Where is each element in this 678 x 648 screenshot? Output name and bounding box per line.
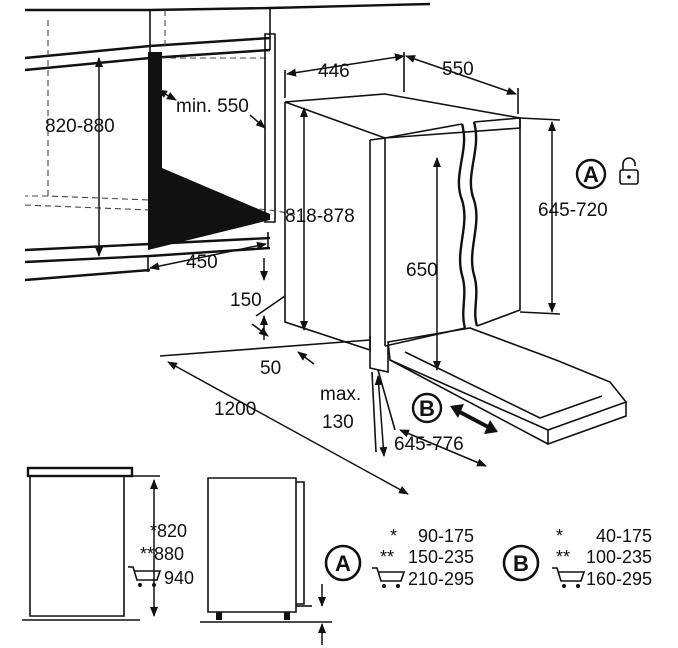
dim-446: 446: [284, 53, 405, 98]
legend-b-key-1: *: [556, 526, 563, 546]
legend-a-value-1: 90-175: [418, 526, 474, 546]
label-star-880: **880: [140, 544, 184, 564]
label-50: 50: [260, 358, 281, 379]
marker-a-label: A: [583, 162, 599, 187]
cart-icon: [128, 566, 162, 587]
label-645-776: 645-776: [394, 434, 464, 455]
legend-b: B * 40-175 ** 100-235 160-295: [502, 526, 652, 589]
bottom-right-cabinet: [200, 477, 332, 623]
bottom-left-cabinet: [22, 466, 160, 621]
dim-645-720: 645-720: [519, 117, 608, 315]
dim-650: 650: [406, 157, 441, 371]
label-818-878: 818-878: [285, 206, 355, 227]
legend-a-value-2: 150-235: [408, 547, 474, 567]
dim-min-550: min. 550: [157, 89, 266, 129]
label-min-550: min. 550: [176, 96, 249, 117]
legend-a-value-3: 210-295: [408, 569, 474, 589]
legend-a-key-1: *: [390, 526, 397, 546]
dim-50: 50: [251, 323, 315, 379]
label-645-720: 645-720: [538, 200, 608, 221]
dim-bottom-height: *820 **880 940: [140, 479, 194, 617]
legend-a: A * 90-175 ** 150-235 210-295: [324, 526, 474, 589]
label-550: 550: [442, 59, 474, 80]
dim-645-776: 645-776: [394, 429, 487, 467]
marker-b: B: [411, 392, 443, 424]
label-max: max.: [320, 384, 361, 405]
marker-b-label: B: [419, 396, 435, 421]
label-1200: 1200: [214, 399, 256, 420]
legend-b-value-1: 40-175: [596, 526, 652, 546]
cart-icon: [552, 567, 586, 588]
niche-side-panel: [264, 33, 276, 223]
label-450: 450: [186, 252, 218, 273]
cabinet-dashed-outlines: [24, 10, 301, 216]
cart-icon: [372, 567, 406, 588]
label-940: 940: [164, 568, 194, 588]
legend-b-value-2: 100-235: [586, 547, 652, 567]
niche-side-wall: [148, 52, 270, 250]
legend-a-marker: A: [335, 551, 351, 576]
dim-550: 550: [403, 52, 519, 114]
label-star-820: *820: [150, 521, 187, 541]
legend-b-key-2: **: [556, 547, 570, 567]
dim-450: 450: [147, 232, 269, 273]
marker-a: A: [575, 158, 607, 190]
dim-max-130: max. 130: [320, 371, 388, 457]
label-446: 446: [318, 61, 350, 82]
legend-b-value-3: 160-295: [586, 569, 652, 589]
door-cutaway: [457, 117, 521, 329]
label-130: 130: [322, 412, 354, 433]
open-door-panel: [387, 327, 628, 446]
dim-818-878: 818-878: [285, 107, 355, 331]
lock-icon: [619, 157, 639, 185]
clearance-b-arrow: [450, 404, 498, 434]
label-650: 650: [406, 260, 438, 281]
label-150: 150: [230, 290, 262, 311]
dim-1200: 1200: [159, 339, 409, 495]
legend-a-key-2: **: [380, 547, 394, 567]
label-820-880: 820-880: [45, 116, 115, 137]
legend-b-marker: B: [513, 551, 529, 576]
dim-820-880: 820-880: [45, 57, 115, 257]
